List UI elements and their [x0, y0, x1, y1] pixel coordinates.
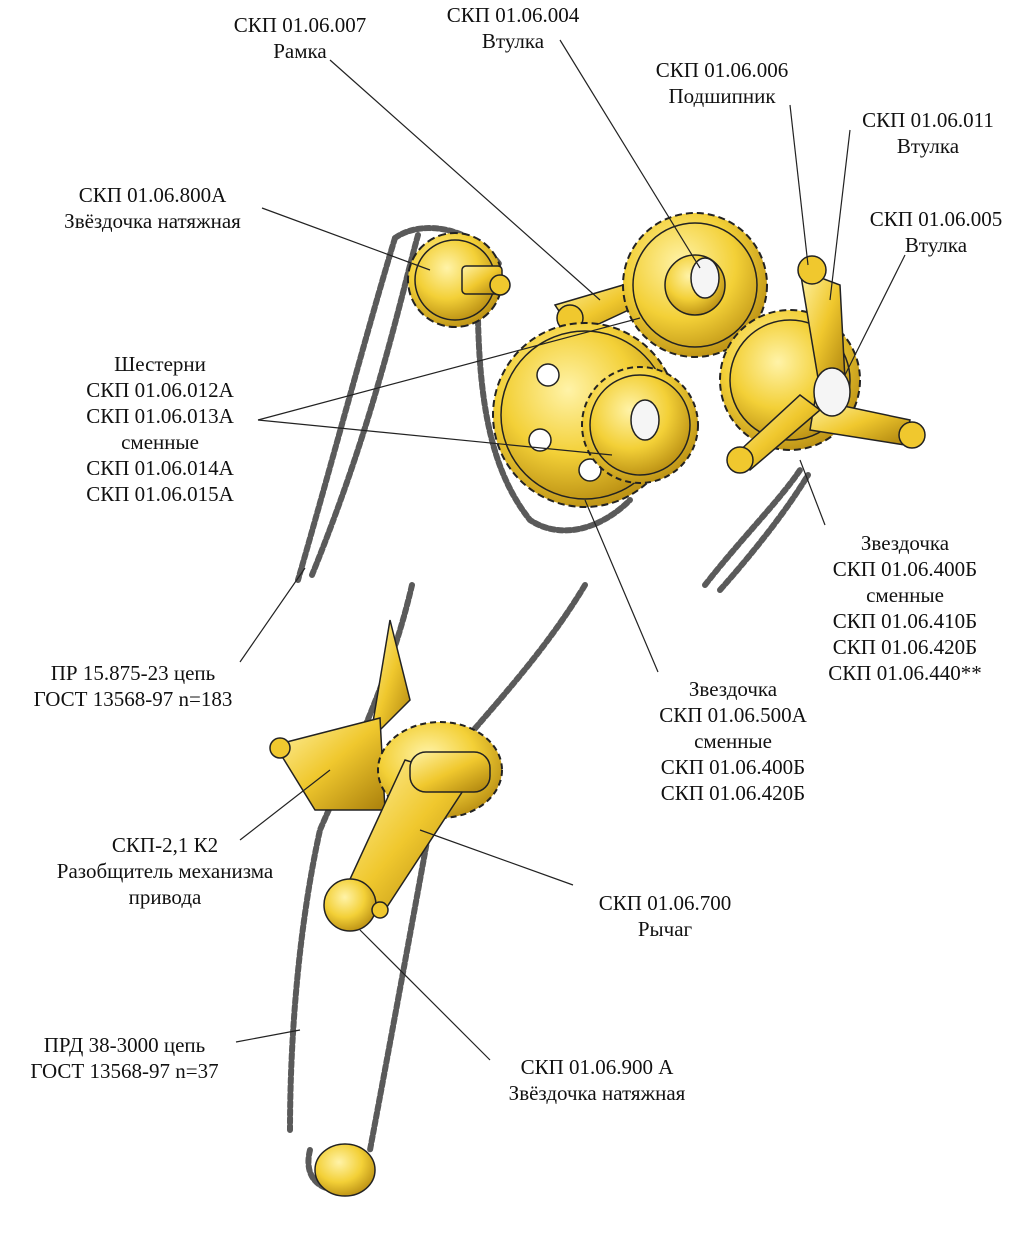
label-line: Подшипник [668, 84, 776, 108]
label-ramka: СКП 01.06.007 Рамка [205, 12, 395, 64]
tension-sprocket-900a [323, 878, 389, 932]
leader-vtulka-004 [559, 39, 701, 269]
label-line: СКП 01.06.800А [78, 183, 227, 207]
leader-zvezdochka-900a [359, 929, 491, 1061]
gear-top [622, 212, 768, 358]
label-line: СКП 01.06.410Б [832, 609, 978, 633]
leader-tsep-prd [235, 1029, 301, 1043]
chain-right-2 [717, 472, 811, 593]
label-line: Разобщитель механизма [56, 859, 274, 883]
label-rychag: СКП 01.06.700 Рычаг [570, 890, 760, 942]
label-line: СКП 01.06.007 [233, 13, 367, 37]
label-zvezdochka-800a: СКП 01.06.800А Звёздочка натяжная [30, 182, 275, 234]
label-line: сменные [866, 583, 944, 607]
crank-right [726, 255, 926, 474]
label-line: Втулка [904, 233, 968, 257]
label-line: СКП 01.06.005 [869, 207, 1003, 231]
chain-upper-outer [295, 235, 398, 583]
label-line: СКП 01.06.400Б [660, 755, 806, 779]
label-line: сменные [694, 729, 772, 753]
label-line: СКП 01.06.012А [86, 378, 234, 402]
label-line: Звёздочка натяжная [64, 209, 241, 233]
leader-shesterni-1 [257, 317, 641, 421]
label-line: СКП 01.06.400Б [832, 557, 978, 581]
label-line: сменные [121, 430, 199, 454]
label-shesterni: Шестерни СКП 01.06.012А СКП 01.06.013А с… [50, 351, 270, 507]
label-zvezdochka-400b: Звездочка СКП 01.06.400Б сменные СКП 01.… [800, 530, 1010, 686]
label-line: Рычаг [637, 917, 693, 941]
label-line: ПР 15.875-23 цепь [50, 661, 216, 685]
label-line: привода [128, 885, 202, 909]
label-line: СКП 01.06.440** [828, 661, 982, 685]
leader-lines [235, 39, 906, 1061]
leader-vtulka-005 [844, 254, 906, 376]
label-vtulka-011: СКП 01.06.011 Втулка [838, 107, 1018, 159]
label-line: СКП 01.06.700 [598, 891, 732, 915]
label-line: СКП 01.06.015А [86, 482, 234, 506]
label-line: СКП 01.06.004 [446, 3, 580, 27]
chain-right [702, 467, 803, 588]
leader-zvezdochka-800a [261, 207, 431, 271]
gear-shesterni [581, 366, 699, 484]
leader-shesterni-2 [257, 419, 613, 456]
label-line: Звёздочка натяжная [508, 1081, 686, 1105]
label-line: ГОСТ 13568-97 n=37 [30, 1059, 219, 1083]
label-vtulka-005: СКП 01.06.005 Втулка [848, 206, 1024, 258]
label-line: СКП 01.06.006 [655, 58, 789, 82]
label-vtulka-004: СКП 01.06.004 Втулка [418, 2, 608, 54]
label-line: СКП 01.06.014А [86, 456, 234, 480]
leader-zvezdochka-400b [799, 459, 826, 526]
label-podshipnik: СКП 01.06.006 Подшипник [622, 57, 822, 109]
leader-rychag [419, 829, 574, 886]
label-line: Звездочка [688, 677, 778, 701]
chain-upper-inner [309, 232, 421, 578]
label-line: СКП 01.06.013А [86, 404, 234, 428]
label-line: Звездочка [860, 531, 950, 555]
leader-zvezdochka-500a [584, 499, 659, 673]
label-line: СКП 01.06.900 А [520, 1055, 674, 1079]
label-line: Рамка [273, 39, 327, 63]
label-line: СКП 01.06.011 [862, 108, 994, 132]
label-line: СКП 01.06.420Б [660, 781, 806, 805]
label-line: Втулка [481, 29, 545, 53]
decoupler-k2 [269, 619, 411, 811]
label-line: СКП-2,1 К2 [111, 833, 219, 857]
leader-ramka [329, 59, 601, 301]
bottom-sprocket [314, 1143, 376, 1197]
label-line: Шестерни [114, 352, 206, 376]
label-line: ПРД 38-3000 цепь [43, 1033, 206, 1057]
label-tsep-prd: ПРД 38-3000 цепь ГОСТ 13568-97 n=37 [2, 1032, 247, 1084]
label-line: СКП 01.06.500А [659, 703, 807, 727]
chain-to-gears [475, 317, 633, 534]
label-line: ГОСТ 13568-97 n=183 [33, 687, 233, 711]
label-zvezdochka-900a: СКП 01.06.900 А Звёздочка натяжная [478, 1054, 716, 1106]
tension-sprocket-800a [407, 232, 511, 328]
label-line: СКП 01.06.420Б [832, 635, 978, 659]
leader-tsep-pr [239, 567, 306, 663]
lever-700 [344, 721, 503, 911]
label-tsep-pr: ПР 15.875-23 цепь ГОСТ 13568-97 n=183 [2, 660, 264, 712]
leader-razobshchitel [239, 769, 331, 841]
label-zvezdochka-500a: Звездочка СКП 01.06.500А сменные СКП 01.… [628, 676, 838, 806]
label-razobshchitel: СКП-2,1 К2 Разобщитель механизма привода [20, 832, 310, 910]
label-line: Втулка [896, 134, 960, 158]
leader-vtulka-011 [829, 129, 851, 301]
leader-podshipnik [789, 104, 809, 266]
